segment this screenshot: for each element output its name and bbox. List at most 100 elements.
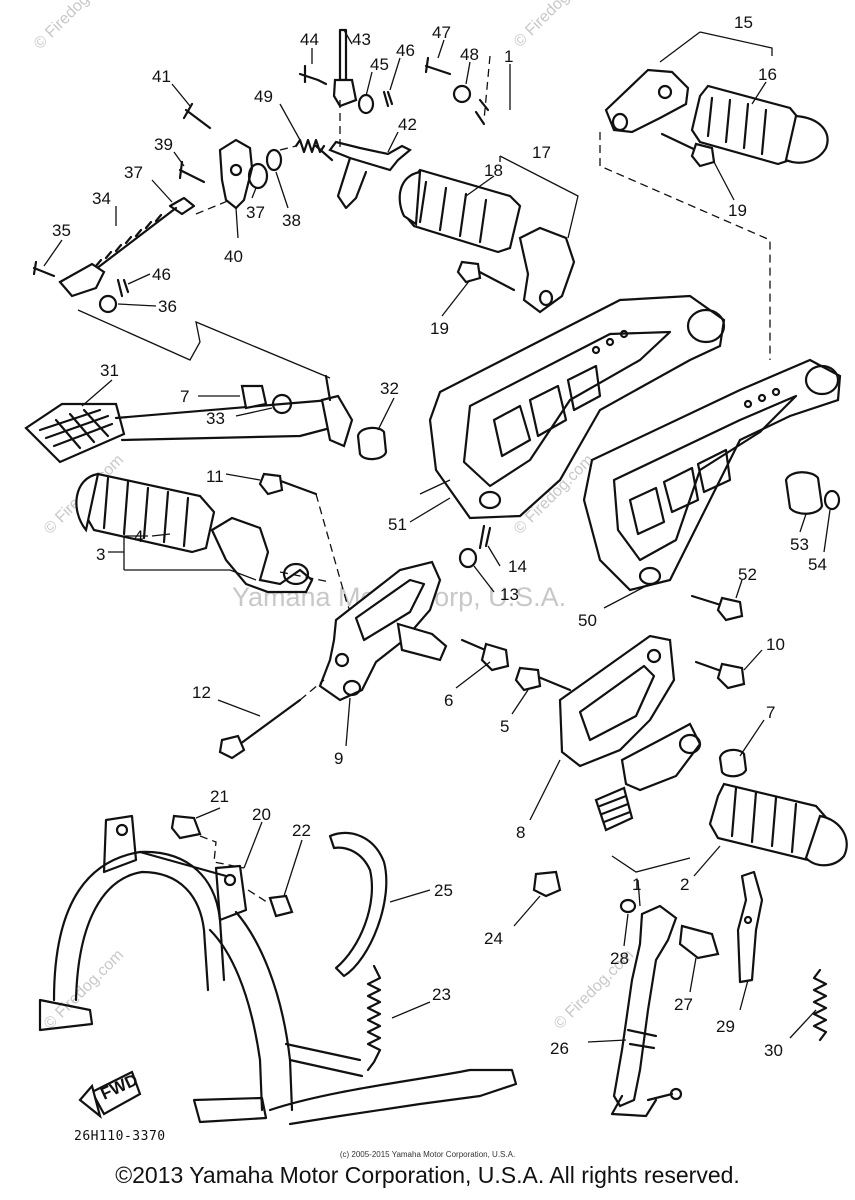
- part-12-bolt: [238, 698, 302, 746]
- part-50-dot: [771, 387, 781, 397]
- leader: [151, 533, 171, 537]
- part-35-pin: [32, 260, 56, 278]
- leader: [387, 131, 399, 153]
- part-46-cotter: [382, 90, 394, 108]
- callout-27: 27: [674, 995, 693, 1014]
- part-33-washer: [271, 393, 293, 415]
- part-50-windows: [628, 448, 732, 536]
- part-32-collar: [356, 426, 388, 461]
- leader: [235, 207, 239, 239]
- callout-42: 42: [398, 115, 417, 134]
- leader: [389, 889, 431, 903]
- callout-35: 35: [52, 221, 71, 240]
- callout-1: 1: [632, 875, 641, 894]
- assembly-line: [195, 199, 231, 215]
- part-46-cotter-lower: [116, 278, 130, 298]
- callout-5: 5: [500, 717, 509, 736]
- leader: [377, 397, 395, 431]
- leader: [499, 155, 579, 239]
- part-5-head: [514, 666, 542, 692]
- part-9-inner: [354, 578, 426, 642]
- leader: [739, 979, 749, 1011]
- callout-44: 44: [300, 30, 319, 49]
- part-28-washer: [619, 898, 637, 914]
- callout-45: 45: [370, 55, 389, 74]
- callout-50: 50: [578, 611, 597, 630]
- part-7-nut-b: [718, 748, 748, 778]
- leader: [173, 151, 185, 167]
- part-16-ribs: [706, 96, 768, 156]
- assembly-line: [247, 889, 271, 905]
- leader: [823, 509, 831, 553]
- part-3-bracket: [210, 516, 314, 594]
- callout-24: 24: [484, 929, 503, 948]
- callout-40: 40: [224, 247, 243, 266]
- callout-34: 34: [92, 189, 111, 208]
- callout-12: 12: [192, 683, 211, 702]
- part-31-knurl: [38, 408, 114, 450]
- part-43-pin: [338, 28, 348, 82]
- part-39-bolt: [178, 160, 206, 184]
- part-15-bracket: [604, 68, 690, 134]
- leader: [389, 57, 401, 91]
- part-47-bolt: [424, 56, 452, 76]
- assembly-line: [199, 835, 245, 869]
- part-24-stopper: [532, 870, 562, 898]
- part-11-bolt: [276, 478, 318, 496]
- part-52-bolt: [690, 594, 726, 608]
- leader: [343, 29, 353, 45]
- part-19-head: [690, 142, 716, 168]
- part-34-clevis: [58, 262, 106, 298]
- part-20-right-leg-inner: [234, 910, 294, 1112]
- callout-32: 32: [380, 379, 399, 398]
- callout-6: 6: [444, 691, 453, 710]
- part-20-left-leg-inner: [74, 870, 210, 1002]
- callout-48: 48: [460, 45, 479, 64]
- callout-49: 49: [254, 87, 273, 106]
- callout-37: 37: [124, 163, 143, 182]
- part-36-washer: [98, 294, 118, 314]
- part-45-washer: [357, 93, 375, 115]
- part-26-leg: [612, 904, 678, 1108]
- callout-41: 41: [152, 67, 171, 86]
- leader: [171, 83, 191, 107]
- part-31-brake-pedal: [24, 374, 354, 464]
- leader-lines: [43, 29, 831, 1043]
- callout-4: 4: [134, 527, 143, 546]
- part-34-rod: [90, 206, 178, 274]
- callout-39: 39: [154, 135, 173, 154]
- leader: [693, 845, 721, 877]
- part-10-head: [716, 662, 746, 690]
- assembly-line: [611, 855, 691, 873]
- leader: [659, 31, 773, 63]
- part-49-spring: [294, 138, 334, 162]
- part-18-ribs: [418, 180, 488, 244]
- leader: [81, 379, 113, 407]
- leader: [603, 585, 647, 609]
- part-8-boss: [678, 733, 702, 755]
- part-42-arm: [328, 140, 412, 172]
- callout-23: 23: [432, 985, 451, 1004]
- part-54-washer: [823, 489, 841, 511]
- rider-footpeg-left: [75, 472, 314, 594]
- part-5-bolt: [534, 674, 572, 692]
- part-31-pivot: [320, 394, 354, 448]
- part-31-pad: [24, 402, 126, 464]
- part-27-bolt: [678, 924, 720, 960]
- part-40-hole: [229, 163, 243, 177]
- part-52-head: [716, 596, 744, 622]
- part-26-tab: [626, 1028, 658, 1050]
- leader: [419, 479, 451, 495]
- callout-19: 19: [430, 319, 449, 338]
- part-8-hole: [646, 648, 662, 664]
- part-38-washer: [265, 148, 283, 172]
- callout-9: 9: [334, 749, 343, 768]
- leader: [43, 239, 63, 267]
- part-22-nut: [268, 894, 294, 918]
- part-34-thread: [94, 213, 163, 268]
- callout-20: 20: [252, 805, 271, 824]
- leader: [743, 649, 763, 671]
- callout-38: 38: [282, 211, 301, 230]
- part-37-collar: [247, 162, 269, 190]
- callout-10: 10: [766, 635, 785, 654]
